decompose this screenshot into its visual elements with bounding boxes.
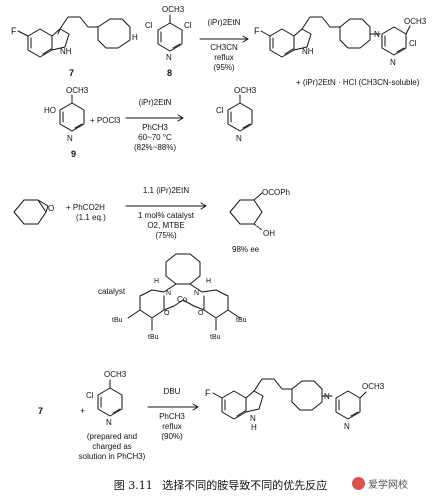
atom-ome-p4: OCH3: [362, 382, 385, 391]
atom-n-p1b: N: [390, 58, 396, 67]
atom-cl-8b: Cl: [184, 21, 192, 30]
atom-h-p4: H: [251, 423, 257, 432]
conditions-below-3b: O2, MTBE: [147, 221, 184, 230]
conditions-yield-2: (82%~88%): [134, 143, 176, 152]
atom-tbu-c: tBu: [236, 317, 247, 324]
plus-sign: +: [80, 406, 85, 416]
atom-ome-p1: OCH3: [404, 17, 427, 26]
atom-h-cat-b: H: [206, 278, 211, 285]
atom-n-cat-b: N: [194, 290, 199, 297]
pyrimidinol-structure-9: [59, 94, 85, 132]
conditions-below-1b: reflux: [214, 53, 234, 62]
chloropyrimidine-reagent: [97, 379, 123, 417]
conditions-yield-4: (90%): [161, 432, 183, 441]
ee-value: 98% ee: [232, 245, 260, 254]
atom-nh-1: NH: [60, 47, 72, 56]
byproduct-text: + (iPr)2EtN · HCl (CH3CN-soluble): [296, 78, 420, 87]
conditions-below-2b: 60~70 °C: [138, 133, 172, 142]
atom-f-1: F: [11, 26, 17, 36]
catalyst-section: catalyst H H N N Co O O tBu tBu tBu tBu: [98, 253, 247, 341]
atom-n-p2: N: [236, 134, 242, 143]
atom-o-epox: O: [48, 204, 54, 213]
pyrimidine-structure-8: [157, 14, 183, 52]
atom-cl-p2: Cl: [216, 106, 224, 115]
reagent-equivalents: (1.1 eq.): [76, 213, 106, 222]
conditions-above-4: DBU: [164, 387, 181, 396]
reagent-benzoic-acid: + PhCO2H: [66, 203, 105, 212]
atom-ome-p2: OCH3: [234, 86, 257, 95]
atom-oh-p3: OH: [263, 229, 275, 238]
compound-label-7b: 7: [38, 406, 43, 416]
atom-o-cat-b: O: [198, 310, 204, 317]
atom-cl-r4: Cl: [86, 391, 94, 400]
atom-ho-9: HO: [44, 106, 56, 115]
chloropyrimidine-product: [227, 94, 253, 132]
atom-n-pyr-p4: N: [344, 422, 350, 431]
conditions-below-2a: PhCH3: [142, 123, 168, 132]
atom-f-p1: F: [254, 26, 260, 36]
caption-number: 图 3.11: [113, 479, 153, 492]
conditions-yield-1: (95%): [213, 63, 235, 72]
atom-co: Co: [177, 295, 188, 304]
atom-n-cat-a: N: [166, 290, 171, 297]
watermark: 爱学网校: [352, 476, 408, 491]
conditions-below-1a: CH3CN: [210, 43, 238, 52]
atom-ome-8: OCH3: [162, 5, 185, 14]
reaction-4: 7 + OCH3 Cl N (prepared and charged as s…: [38, 370, 385, 461]
conditions-above-3: 1.1 (iPr)2EtN: [143, 186, 189, 195]
note-line-2: charged as: [92, 442, 132, 451]
atom-ocoph: OCOPh: [262, 188, 290, 197]
atom-h-cat-a: H: [154, 278, 159, 285]
caption-text: 选择不同的胺导致不同的优先反应: [162, 479, 328, 492]
reaction-arrow-3: [125, 202, 207, 210]
reaction-arrow-4: [147, 403, 199, 411]
note-line-3: solution in PhCH3): [79, 452, 146, 461]
atom-n-indole-p4: N: [250, 414, 256, 423]
product-structure-1: [260, 16, 411, 58]
watermark-text: 爱学网校: [368, 480, 408, 491]
figure-caption: 图 3.11 选择不同的胺导致不同的优先反应: [0, 477, 441, 493]
atom-n-pip-p4: N: [324, 392, 330, 401]
reaction-arrow-2: [125, 114, 184, 122]
compound-label-9: 9: [71, 149, 76, 159]
atom-n-8: N: [166, 53, 172, 62]
salen-cobalt-structure: [127, 253, 241, 331]
atom-cl-p1: Cl: [409, 39, 417, 48]
catalyst-label: catalyst: [98, 287, 126, 296]
atom-n-9: N: [67, 134, 73, 143]
atom-nh-p1: NH: [302, 47, 314, 56]
indole-structure-7: [17, 16, 131, 58]
atom-n-r4: N: [106, 418, 112, 427]
atom-ome-r4: OCH3: [104, 370, 127, 379]
conditions-above-1: (iPr)2EtN: [208, 18, 241, 27]
atom-ome-9: OCH3: [66, 86, 89, 95]
atom-tbu-a: tBu: [112, 317, 123, 324]
note-line-1: (prepared and: [87, 432, 137, 441]
reaction-3: O + PhCO2H (1.1 eq.) 1.1 (iPr)2EtN 1 mol…: [13, 186, 290, 254]
conditions-below-4b: reflux: [162, 422, 182, 431]
atom-n-p1: N: [374, 30, 380, 39]
atom-cl-8a: Cl: [145, 21, 153, 30]
compound-label-8: 8: [167, 68, 172, 78]
reaction-1: F NH H 7 OCH3 Cl Cl N 8 (iPr)2EtN CH3CN …: [11, 5, 427, 87]
atom-tbu-d: tBu: [210, 334, 221, 341]
hydroxy-benzoate-product: [229, 192, 263, 231]
conditions-below-4a: PhCH3: [159, 412, 185, 421]
conditions-yield-3: (75%): [155, 231, 177, 240]
reagent-pocl3: + POCl3: [90, 116, 121, 125]
atom-o-cat-a: O: [164, 310, 170, 317]
reaction-arrow-1: [199, 35, 249, 43]
watermark-logo-icon: [352, 477, 365, 490]
compound-label-7: 7: [69, 68, 74, 78]
atom-h-pip: H: [132, 33, 138, 42]
atom-f-p4: F: [205, 388, 211, 398]
atom-tbu-b: tBu: [148, 334, 159, 341]
reaction-2: OCH3 HO N 9 + POCl3 (iPr)2EtN PhCH3 60~7…: [44, 86, 257, 159]
cyclohexene-oxide-structure: [13, 199, 49, 225]
conditions-above-2: (iPr)2EtN: [139, 98, 172, 107]
conditions-below-3a: 1 mol% catalyst: [138, 211, 195, 220]
final-product-structure: [212, 378, 367, 420]
